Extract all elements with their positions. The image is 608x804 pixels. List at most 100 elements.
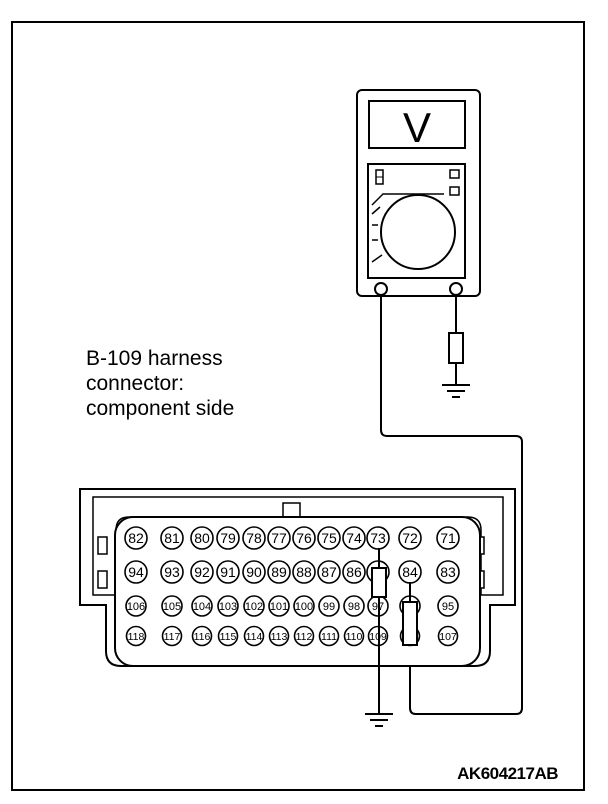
pin-label-87: 87 [321, 564, 337, 580]
pin-label-90: 90 [246, 564, 262, 580]
pin-80 [190, 526, 214, 550]
pin-label-117: 117 [164, 631, 181, 643]
pin-102 [243, 595, 265, 617]
pin-116 [191, 625, 213, 647]
pin-label-92: 92 [194, 564, 210, 580]
connector-label-line-2: connector: [86, 372, 185, 395]
pin-75 [317, 526, 341, 550]
pin-92 [190, 560, 214, 584]
pin-label-104: 104 [193, 601, 211, 613]
pin-111 [318, 625, 340, 647]
pin-78 [242, 526, 266, 550]
voltage-test-probe [402, 582, 418, 646]
pin-81 [160, 526, 184, 550]
multimeter-display [368, 100, 466, 149]
pin-label-71: 71 [440, 530, 456, 546]
button-icon [449, 186, 460, 196]
pin-label-84: 84 [402, 564, 418, 580]
pin-107 [437, 625, 459, 647]
pin-76 [292, 526, 316, 550]
pin-77 [267, 526, 291, 550]
pin-86 [342, 560, 366, 584]
pin-label-113: 113 [271, 631, 288, 643]
pin-112 [293, 625, 315, 647]
pin-82 [124, 526, 148, 550]
pin-label-106: 106 [127, 601, 145, 613]
pin-94 [124, 560, 148, 584]
pin-label-115: 115 [220, 631, 237, 643]
pin-115 [217, 625, 239, 647]
pin-label-95: 95 [442, 601, 454, 613]
pin-label-89: 89 [271, 564, 287, 580]
figure-frame [11, 21, 585, 791]
pin-label-114: 114 [246, 631, 263, 643]
pin-83 [436, 560, 460, 584]
pin-label-107: 107 [439, 631, 457, 643]
pin-104 [191, 595, 213, 617]
pin-110 [343, 625, 365, 647]
pin-label-80: 80 [194, 530, 210, 546]
pin-label-110: 110 [346, 631, 363, 643]
pin-88 [292, 560, 316, 584]
pin-label-118: 118 [128, 631, 145, 643]
v-jack-icon [449, 282, 463, 296]
pin-label-101: 101 [270, 601, 288, 613]
button-icon [449, 169, 460, 179]
pin-106 [125, 595, 147, 617]
pin-label-72: 72 [402, 530, 418, 546]
pin-87 [317, 560, 341, 584]
pin-label-100: 100 [295, 601, 313, 613]
com-jack-icon [374, 282, 388, 296]
pin-89 [267, 560, 291, 584]
pin-117 [161, 625, 183, 647]
pin-label-111: 111 [321, 631, 337, 643]
pin-79 [216, 526, 240, 550]
pin-label-91: 91 [220, 564, 236, 580]
pin-label-94: 94 [128, 564, 144, 580]
connector-label-line-1: B-109 harness [86, 347, 223, 370]
connector-latch [282, 502, 301, 518]
pin-114 [243, 625, 265, 647]
pin-label-102: 102 [245, 601, 263, 613]
pin-100 [293, 595, 315, 617]
pin-72 [398, 526, 422, 550]
pin-71 [436, 526, 460, 550]
figure-code: AK604217AB [457, 764, 558, 783]
pin-label-78: 78 [246, 530, 262, 546]
test-lead-wire [380, 296, 523, 715]
pin-93 [160, 560, 184, 584]
pin-label-86: 86 [346, 564, 362, 580]
pin-103 [217, 595, 239, 617]
pin-98 [343, 595, 365, 617]
pin-118 [125, 625, 147, 647]
pin-label-88: 88 [296, 564, 312, 580]
pin-label-103: 103 [219, 601, 237, 613]
pin-label-83: 83 [440, 564, 456, 580]
ground-test-probe [365, 548, 393, 727]
pin-label-116: 116 [194, 631, 211, 643]
rotary-dial-icon [380, 194, 456, 270]
pin-label-75: 75 [321, 530, 337, 546]
voltage-symbol: V [403, 104, 431, 151]
pin-label-74: 74 [346, 530, 362, 546]
connector-label-line-3: component side [86, 397, 235, 420]
pin-label-76: 76 [296, 530, 312, 546]
pin-label-98: 98 [348, 601, 360, 613]
pin-label-105: 105 [163, 601, 181, 613]
pin-95 [437, 595, 459, 617]
pin-label-73: 73 [370, 530, 386, 546]
multimeter: V [356, 89, 481, 297]
pin-label-77: 77 [271, 530, 287, 546]
pin-91 [216, 560, 240, 584]
pin-99 [318, 595, 340, 617]
pin-label-112: 112 [296, 631, 313, 643]
pin-label-82: 82 [128, 530, 144, 546]
pin-74 [342, 526, 366, 550]
pin-90 [242, 560, 266, 584]
ground-probe [442, 296, 470, 398]
pin-label-93: 93 [164, 564, 180, 580]
pin-label-81: 81 [164, 530, 180, 546]
pin-label-99: 99 [323, 601, 335, 613]
pin-113 [268, 625, 290, 647]
